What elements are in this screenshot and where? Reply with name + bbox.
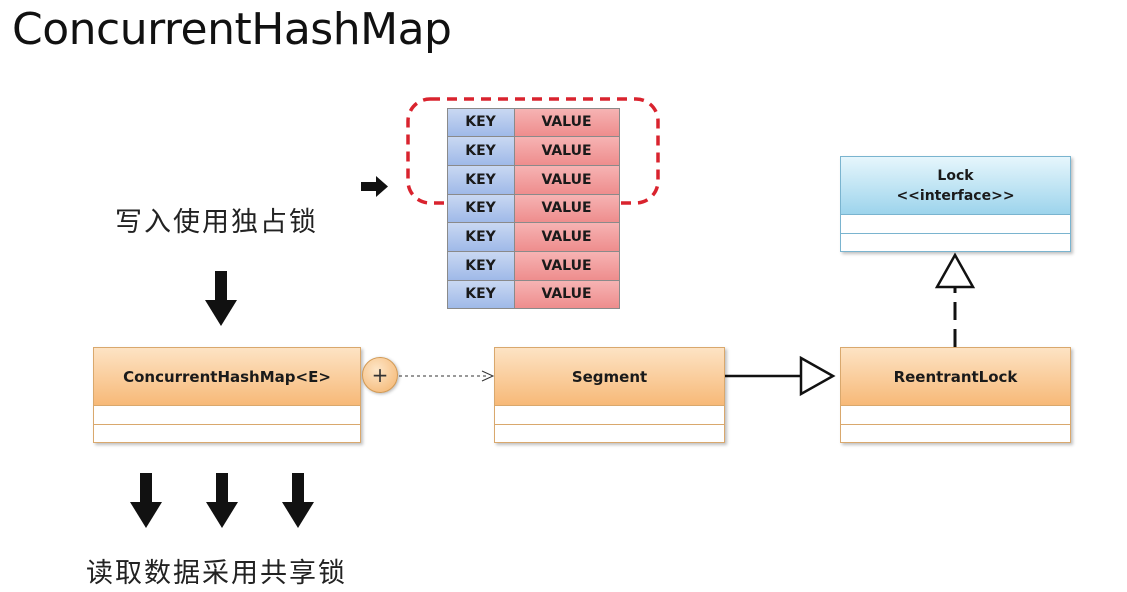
segment-table: KEY VALUE KEY VALUE KEY VALUE KEY VALUE … [446,107,620,310]
table-row: KEY VALUE [446,136,620,166]
page-title: ConcurrentHashMap [12,4,452,55]
value-cell: VALUE [513,193,620,224]
table-row: KEY VALUE [446,222,620,252]
key-cell: KEY [446,107,515,138]
value-cell: VALUE [513,222,620,252]
inheritance-arrowhead [799,355,836,397]
interface-methods [841,234,1070,252]
realization-arrowhead [934,252,976,289]
class-methods [94,425,360,443]
down-arrow-icon [206,473,238,528]
class-attributes [841,406,1070,425]
class-name: ConcurrentHashMap<E> [94,348,360,406]
plus-icon: + [362,357,398,393]
value-cell: VALUE [513,164,620,195]
interface-lock: Lock <<interface>> [840,156,1071,252]
class-name: Segment [495,348,724,406]
table-row: KEY VALUE [446,193,620,224]
table-row: KEY VALUE [446,107,620,138]
table-row: KEY VALUE [446,250,620,281]
class-reentrant-lock: ReentrantLock [840,347,1071,443]
highlight-box [406,97,660,205]
class-segment: Segment [494,347,725,443]
composition-arrowhead [481,370,495,382]
key-cell: KEY [446,279,515,310]
interface-header: Lock <<interface>> [841,157,1070,215]
value-cell: VALUE [513,279,620,310]
value-cell: VALUE [513,250,620,281]
down-arrow-icon [282,473,314,528]
key-cell: KEY [446,193,515,224]
interface-stereotype: <<interface>> [896,187,1015,204]
class-name: ReentrantLock [841,348,1070,406]
interface-name: Lock [937,167,974,184]
key-cell: KEY [446,250,515,281]
interface-attributes [841,215,1070,234]
class-methods [841,425,1070,443]
table-row: KEY VALUE [446,164,620,195]
class-attributes [495,406,724,425]
table-row: KEY VALUE [446,279,620,310]
read-lock-caption: 读取数据采用共享锁 [86,558,347,589]
right-arrow-icon [361,176,388,197]
value-cell: VALUE [513,107,620,138]
down-arrow-icon [130,473,162,528]
write-lock-caption: 写入使用独占锁 [115,207,318,238]
key-cell: KEY [446,164,515,195]
class-methods [495,425,724,443]
class-concurrent-hash-map: ConcurrentHashMap<E> [93,347,361,443]
down-arrow-icon [205,271,237,326]
value-cell: VALUE [513,136,620,166]
class-attributes [94,406,360,425]
key-cell: KEY [446,136,515,166]
key-cell: KEY [446,222,515,252]
